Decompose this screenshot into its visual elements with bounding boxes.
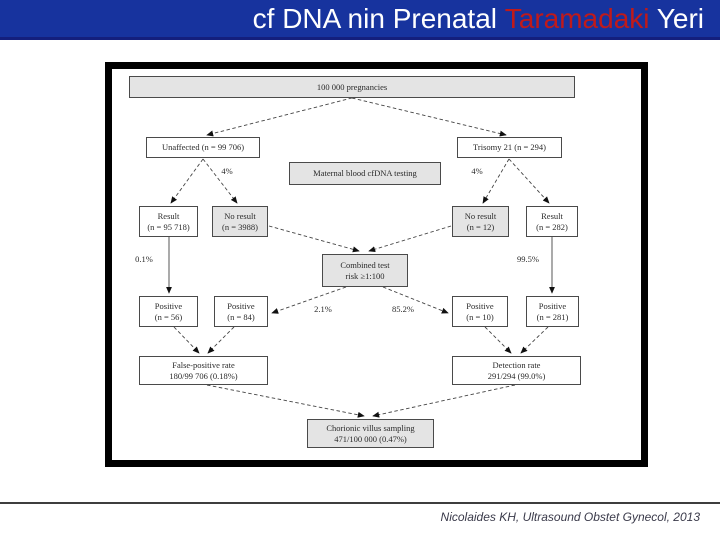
- title-part2: Yeri: [649, 2, 704, 34]
- node-pregnancies-text: 100 000 pregnancies: [316, 81, 388, 92]
- title-part1: cf DNA nin Prenatal: [252, 2, 505, 34]
- citation-text: Nicolaides KH, Ultrasound Obstet Gynecol…: [440, 510, 700, 524]
- footer-divider: [0, 502, 720, 504]
- node-detection-rate: Detection rate 291/294 (99.0%): [452, 356, 581, 385]
- node-result-right: Result (n = 282): [526, 206, 578, 237]
- node-cfdna-testing: Maternal blood cfDNA testing: [289, 162, 441, 185]
- node-noresult-left: No result (n = 3988): [212, 206, 268, 237]
- label-pct-combined-left: 2.1%: [314, 304, 332, 314]
- flowchart: 100 000 pregnancies Unaffected (n = 99 7…: [112, 69, 641, 460]
- node-result-left: Result (n = 95 718): [139, 206, 198, 237]
- flowchart-arrows: [166, 97, 555, 418]
- label-pct-noresult-right: 4%: [471, 166, 483, 176]
- label-pct-noresult-left: 4%: [221, 166, 233, 176]
- node-noresult-right: No result (n = 12): [452, 206, 509, 237]
- node-cvs: Chorionic villus sampling 471/100 000 (0…: [307, 419, 434, 448]
- label-pct-combined-right: 85.2%: [392, 304, 414, 314]
- node-cfdna-testing-text: Maternal blood cfDNA testing: [313, 168, 417, 179]
- label-pct-positive-right: 99.5%: [517, 254, 539, 264]
- node-positive-281: Positive (n = 281): [526, 296, 579, 327]
- node-unaffected: Unaffected (n = 99 706): [146, 137, 260, 158]
- slide-title-bar: cf DNA nin Prenatal Taramadaki Yeri: [0, 0, 720, 40]
- node-trisomy21-text: Trisomy 21 (n = 294): [473, 142, 546, 153]
- title-highlight: Taramadaki: [504, 2, 650, 34]
- node-pregnancies: 100 000 pregnancies: [129, 76, 575, 98]
- node-positive-56: Positive (n = 56): [139, 296, 198, 327]
- node-unaffected-text: Unaffected (n = 99 706): [161, 142, 245, 153]
- node-trisomy21: Trisomy 21 (n = 294): [457, 137, 562, 158]
- node-combined-test: Combined test risk ≥1:100: [322, 254, 408, 287]
- figure-frame: 100 000 pregnancies Unaffected (n = 99 7…: [105, 62, 648, 467]
- node-positive-10: Positive (n = 10): [452, 296, 508, 327]
- node-positive-84: Positive (n = 84): [214, 296, 268, 327]
- node-false-positive-rate: False-positive rate 180/99 706 (0.18%): [139, 356, 268, 385]
- label-pct-positive-left: 0.1%: [135, 254, 153, 264]
